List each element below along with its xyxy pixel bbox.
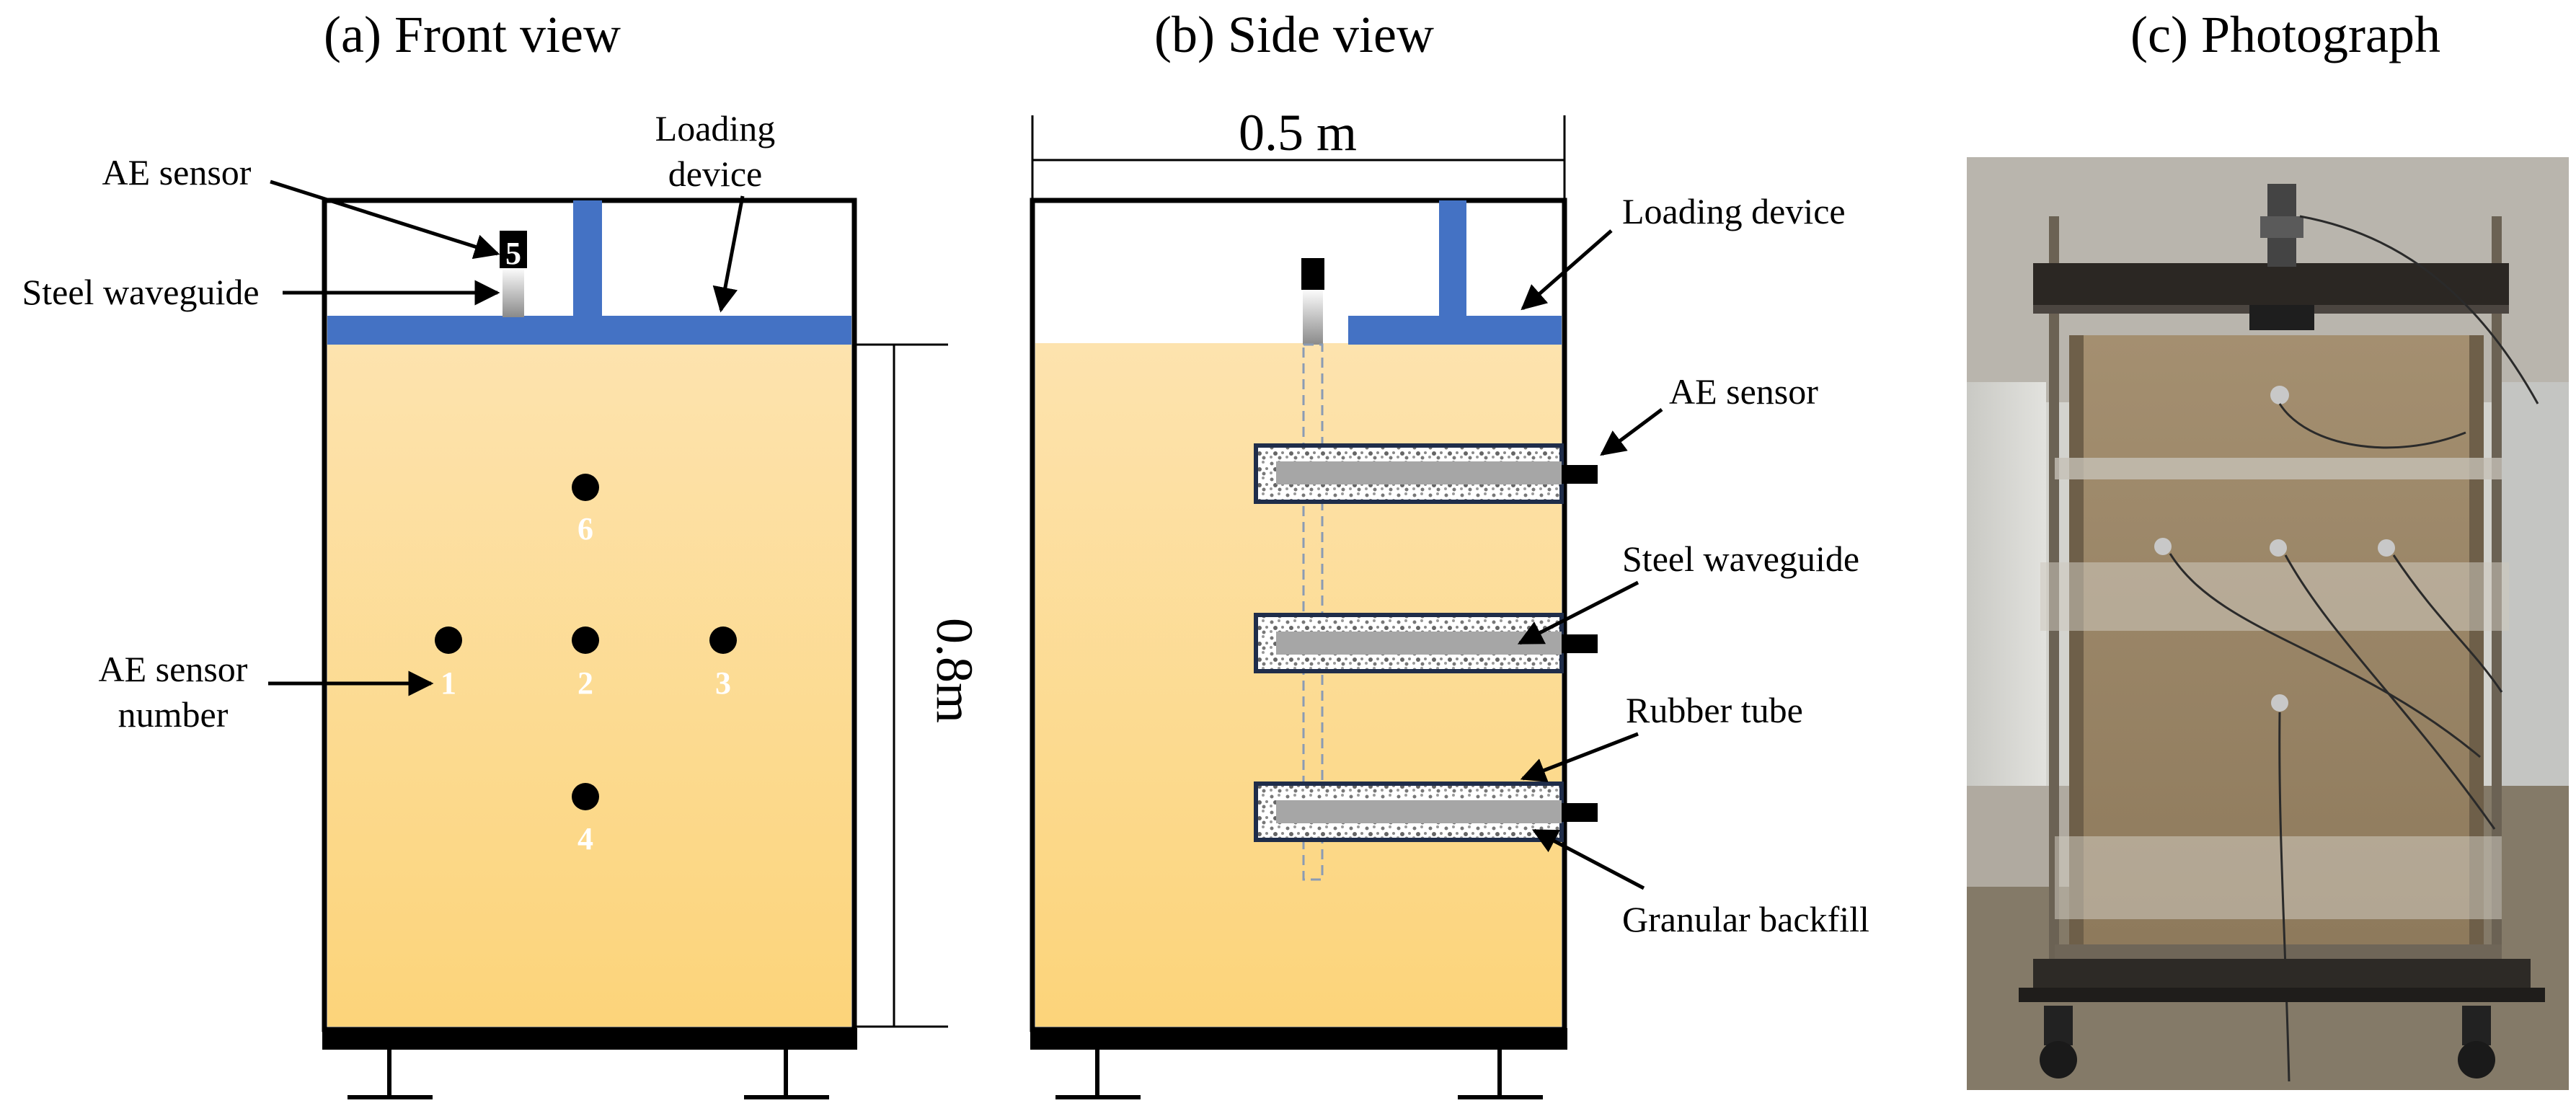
side-steel-waveguide-arrow — [1517, 580, 1639, 645]
side-loading-device-label: Loading device — [1622, 191, 1846, 231]
sensor-number-6: 6 — [577, 511, 593, 546]
side-ae-sensor-label: AE sensor — [1669, 371, 1818, 412]
sensor-dot-1 — [435, 626, 462, 654]
front-ae-sensor-arrow — [270, 180, 500, 260]
front-loading-device-arrow — [712, 195, 745, 313]
side-granular-backfill-arrow — [1531, 828, 1645, 890]
photograph-panel: (c) Photograph — [1967, 6, 2569, 1090]
sensor-number-3: 3 — [715, 665, 731, 701]
front-steel-waveguide-label: Steel waveguide — [22, 272, 259, 312]
front-height-label: 0.8m — [926, 618, 983, 723]
sensor-number-5: 5 — [505, 236, 521, 271]
sensor-number-2: 2 — [577, 665, 593, 701]
side-vertical-dashed-waveguide — [1302, 343, 1324, 881]
photograph-image — [1967, 157, 2569, 1090]
side-rubber-tube-arrow — [1520, 732, 1639, 782]
front-support-legs — [348, 1050, 829, 1099]
sensor-dot-3 — [709, 626, 737, 654]
sensor-dot-4 — [572, 783, 599, 810]
side-loading-rod — [1439, 200, 1466, 317]
side-rubber-tube-label: Rubber tube — [1626, 690, 1803, 730]
front-height-dimension — [854, 343, 948, 1028]
front-loading-device-label-line1: Loading — [655, 108, 776, 149]
front-ae-sensor-label: AE sensor — [102, 152, 252, 192]
front-loading-device-label-line2: device — [668, 154, 762, 194]
front-ae-sensor-5 — [500, 231, 527, 268]
side-waveguide-tube-middle — [1254, 613, 1598, 673]
front-view-title: (a) Front view — [324, 6, 621, 63]
side-support-legs — [1055, 1050, 1543, 1099]
front-loading-plate — [327, 316, 851, 345]
side-ae-sensor-arrow — [1600, 407, 1663, 456]
photograph-title: (c) Photograph — [2130, 6, 2440, 63]
front-sensor-number-label-line2: number — [118, 694, 229, 735]
sensor-dot-2 — [572, 626, 599, 654]
side-steel-waveguide-label: Steel waveguide — [1622, 539, 1859, 579]
front-base-plate — [322, 1028, 857, 1050]
side-base-plate — [1030, 1028, 1567, 1050]
side-loading-device-arrow — [1521, 229, 1613, 311]
front-view-panel: (a) Front view 5 6 1 2 3 — [22, 6, 983, 1099]
sensor-dot-6 — [572, 474, 599, 501]
side-loading-plate — [1348, 316, 1562, 345]
side-waveguide-tube-top — [1254, 443, 1598, 504]
sensor-number-4: 4 — [577, 821, 593, 856]
side-top-steel-waveguide — [1303, 288, 1323, 345]
side-view-panel: (b) Side view 0.5 m — [1030, 6, 1869, 1099]
side-view-title: (b) Side view — [1154, 6, 1434, 63]
sensor-number-1: 1 — [441, 665, 456, 701]
front-steel-waveguide — [503, 267, 524, 317]
front-loading-rod — [573, 200, 602, 317]
front-sensor-dots — [435, 474, 737, 810]
side-waveguide-tube-bottom — [1254, 781, 1598, 842]
side-granular-backfill-label: Granular backfill — [1622, 899, 1869, 939]
front-sensor-number-label-line1: AE sensor — [99, 649, 248, 689]
side-top-ae-sensor — [1301, 258, 1324, 290]
side-width-label: 0.5 m — [1239, 104, 1357, 161]
side-width-dimension — [1031, 115, 1566, 200]
